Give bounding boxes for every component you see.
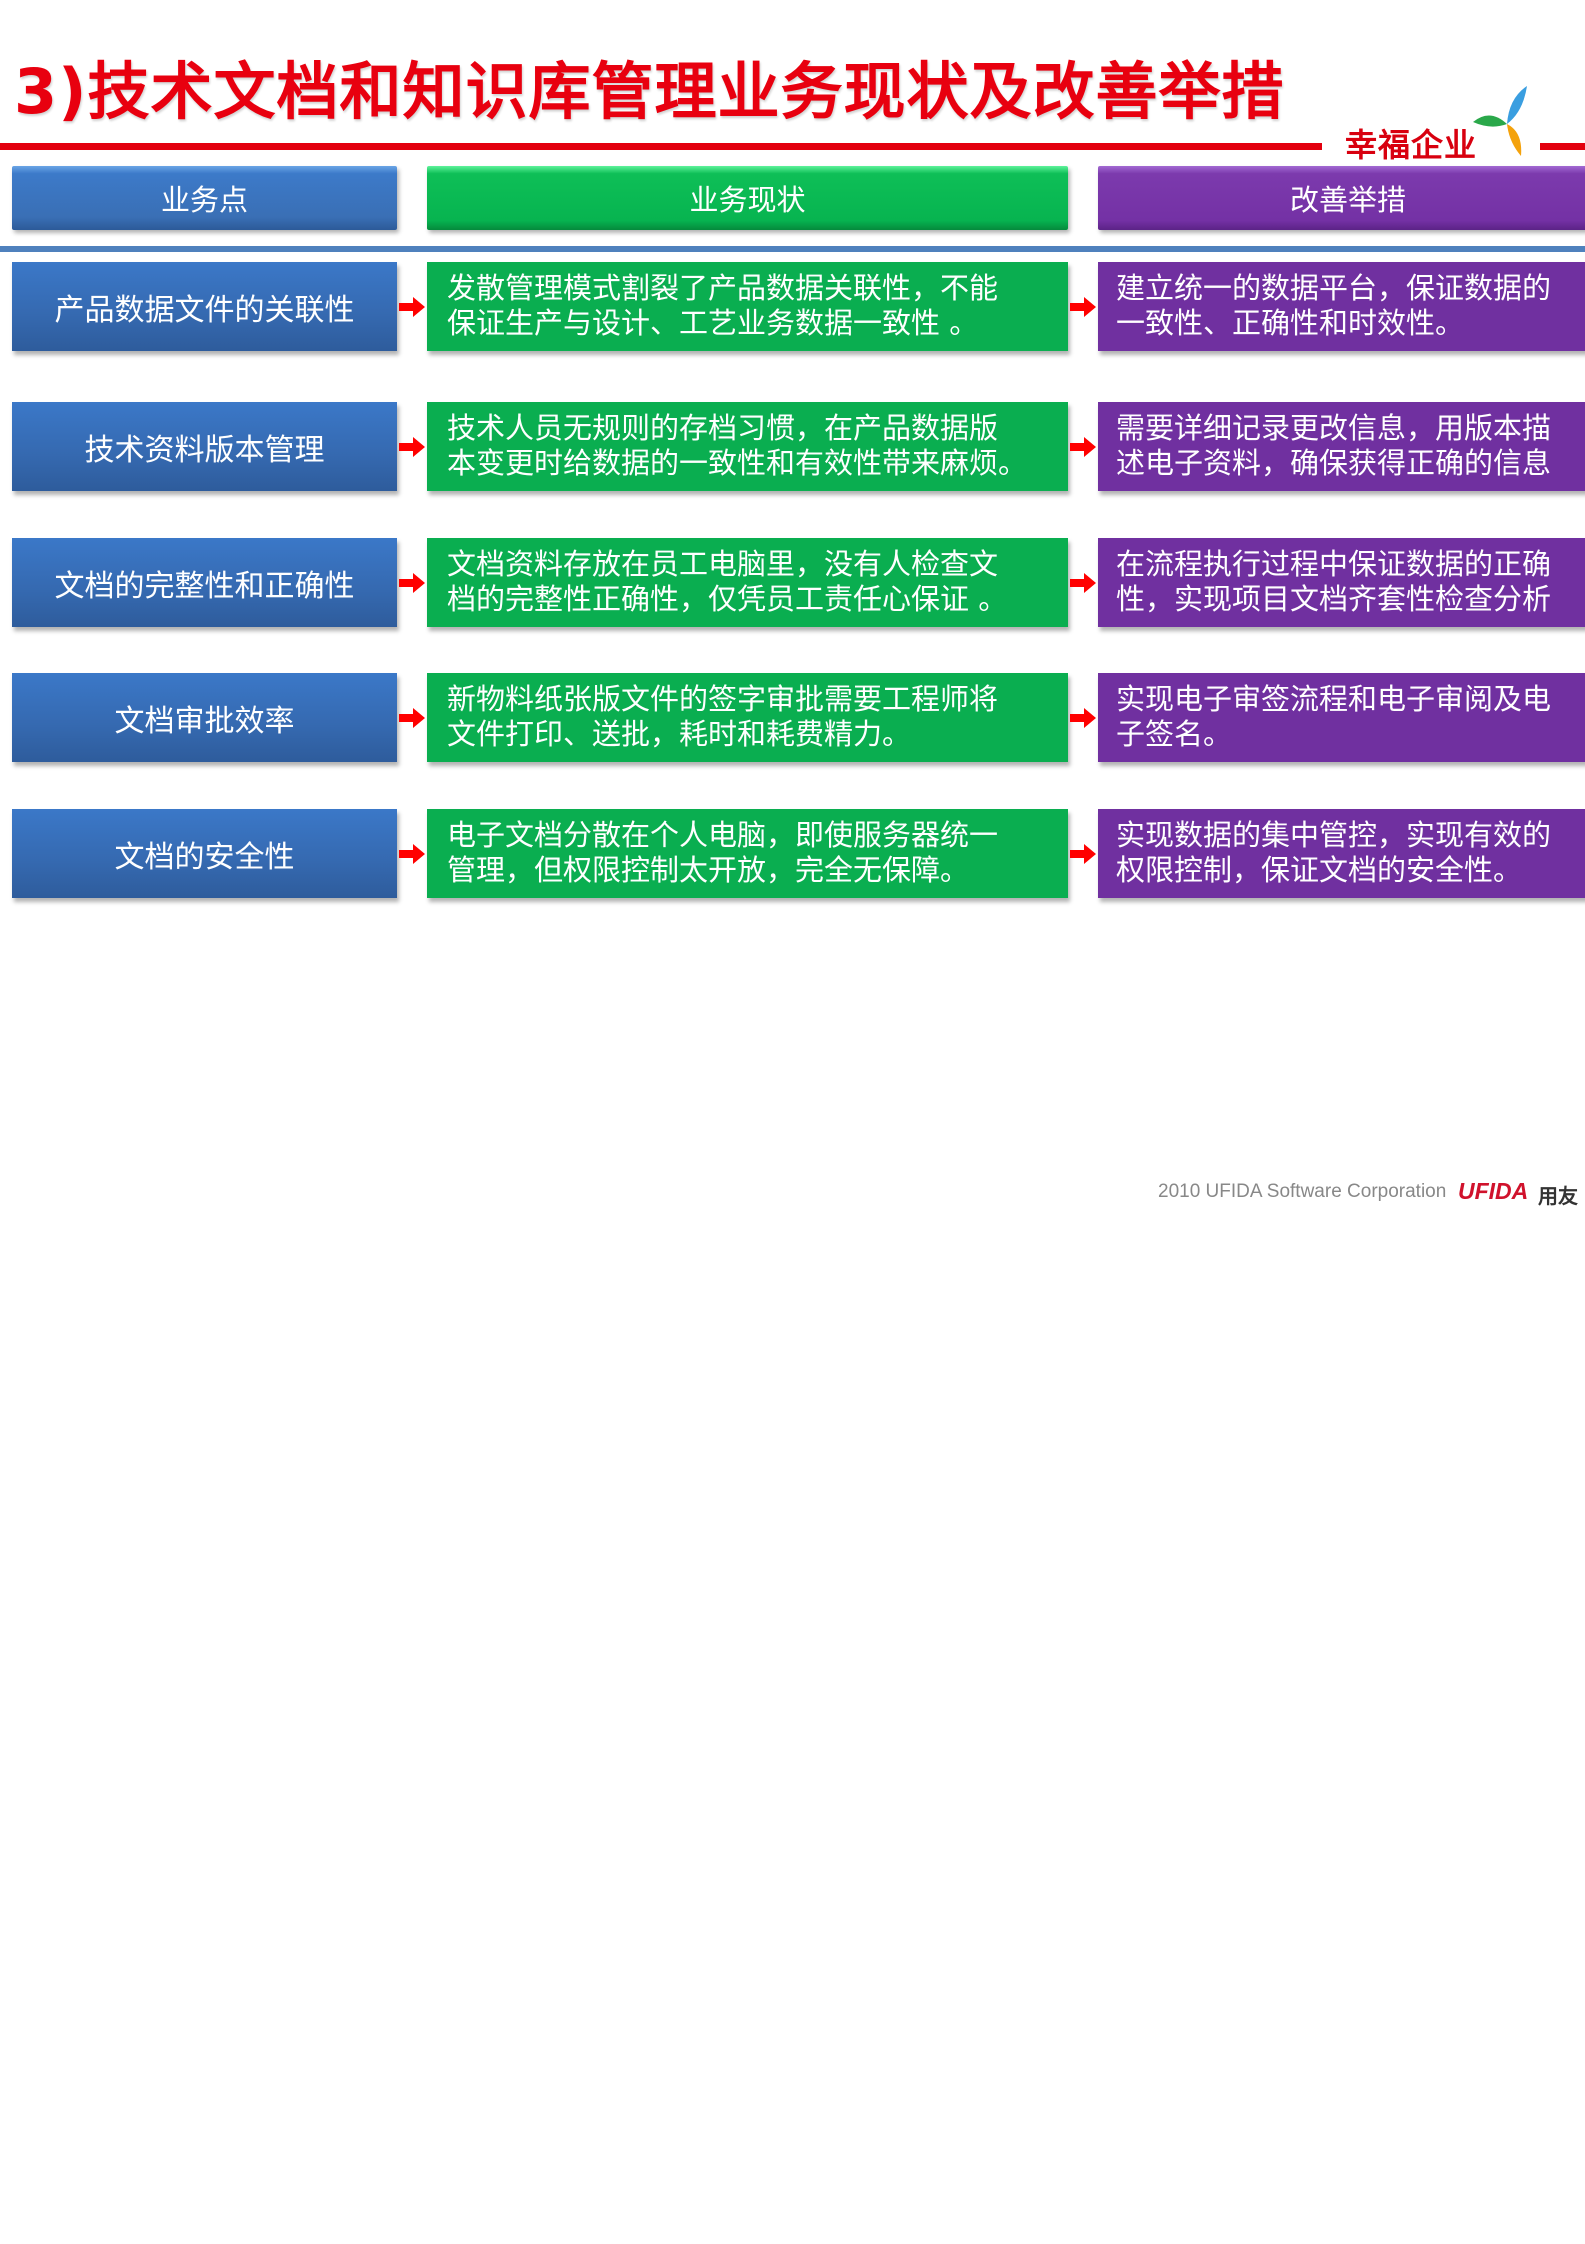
measure-line: 在流程执行过程中保证数据的正确	[1116, 547, 1552, 581]
header-improvement-measures: 改善举措	[1098, 166, 1585, 230]
pinwheel-logo-icon	[1473, 86, 1527, 156]
status-line: 发散管理模式割裂了产品数据关联性，不能	[447, 271, 999, 305]
status-line: 文件打印、送批，耗时和耗费精力。	[447, 717, 912, 751]
page-title: 3)技术文档和知识库管理业务现状及改善举措	[14, 55, 1285, 128]
improvement-measure-cell: 在流程执行过程中保证数据的正确 性，实现项目文档齐套性检查分析	[1098, 538, 1585, 627]
status-line: 技术人员无规则的存档习惯，在产品数据版	[447, 411, 999, 445]
current-status-cell: 文档资料存放在员工电脑里，没有人检查文 档的完整性正确性，仅凭员工责任心保证 。	[427, 538, 1068, 627]
current-status-cell: 发散管理模式割裂了产品数据关联性，不能 保证生产与设计、工艺业务数据一致性 。	[427, 262, 1068, 351]
measure-line: 述电子资料，确保获得正确的信息	[1116, 446, 1552, 480]
measure-line: 需要详细记录更改信息，用版本描	[1116, 411, 1552, 445]
status-line: 新物料纸张版文件的签字审批需要工程师将	[447, 682, 999, 716]
arrow-right-icon	[1070, 573, 1096, 593]
current-status-cell: 新物料纸张版文件的签字审批需要工程师将 文件打印、送批，耗时和耗费精力。	[427, 673, 1068, 762]
ufida-logo-cn: 用友	[1538, 1184, 1578, 1208]
business-point-cell: 产品数据文件的关联性	[12, 262, 397, 351]
improvement-measure-cell: 建立统一的数据平台，保证数据的 一致性、正确性和时效性。	[1098, 262, 1585, 351]
title-underline	[0, 143, 1322, 150]
arrow-right-icon	[399, 297, 425, 317]
measure-line: 权限控制，保证文档的安全性。	[1116, 853, 1523, 887]
status-line: 保证生产与设计、工艺业务数据一致性 。	[447, 306, 979, 340]
measure-line: 一致性、正确性和时效性。	[1116, 306, 1465, 340]
business-point-cell: 文档的安全性	[12, 809, 397, 898]
arrow-right-icon	[1070, 297, 1096, 317]
arrow-right-icon	[1070, 844, 1096, 864]
arrow-right-icon	[399, 573, 425, 593]
current-status-cell: 电子文档分散在个人电脑，即使服务器统一 管理，但权限控制太开放，完全无保障。	[427, 809, 1068, 898]
header-business-point: 业务点	[12, 166, 397, 230]
status-line: 档的完整性正确性，仅凭员工责任心保证 。	[447, 582, 1008, 616]
status-line: 管理，但权限控制太开放，完全无保障。	[447, 853, 970, 887]
arrow-right-icon	[399, 708, 425, 728]
arrow-right-icon	[1070, 708, 1096, 728]
measure-line: 性，实现项目文档齐套性检查分析	[1116, 582, 1552, 616]
measure-line: 子签名。	[1116, 717, 1233, 751]
header-separator	[0, 246, 1585, 252]
current-status-cell: 技术人员无规则的存档习惯，在产品数据版 本变更时给数据的一致性和有效性带来麻烦。	[427, 402, 1068, 491]
status-line: 本变更时给数据的一致性和有效性带来麻烦。	[447, 446, 1028, 480]
status-line: 文档资料存放在员工电脑里，没有人检查文	[447, 547, 999, 581]
business-point-cell: 技术资料版本管理	[12, 402, 397, 491]
measure-line: 实现数据的集中管控，实现有效的	[1116, 818, 1552, 852]
status-line: 电子文档分散在个人电脑，即使服务器统一	[447, 818, 999, 852]
footer-copyright: 2010 UFIDA Software Corporation	[1158, 1181, 1447, 1202]
title-underline-right	[1540, 143, 1585, 150]
measure-line: 实现电子审签流程和电子审阅及电	[1116, 682, 1552, 716]
brand-text: 幸福企业	[1345, 126, 1478, 164]
improvement-measure-cell: 实现数据的集中管控，实现有效的 权限控制，保证文档的安全性。	[1098, 809, 1585, 898]
improvement-measure-cell: 实现电子审签流程和电子审阅及电 子签名。	[1098, 673, 1585, 762]
arrow-right-icon	[1070, 437, 1096, 457]
improvement-measure-cell: 需要详细记录更改信息，用版本描 述电子资料，确保获得正确的信息	[1098, 402, 1585, 491]
business-point-cell: 文档审批效率	[12, 673, 397, 762]
header-current-status: 业务现状	[427, 166, 1068, 230]
arrow-right-icon	[399, 437, 425, 457]
measure-line: 建立统一的数据平台，保证数据的	[1116, 271, 1552, 305]
business-point-cell: 文档的完整性和正确性	[12, 538, 397, 627]
ufida-logo: UFIDA	[1458, 1178, 1529, 1204]
arrow-right-icon	[399, 844, 425, 864]
